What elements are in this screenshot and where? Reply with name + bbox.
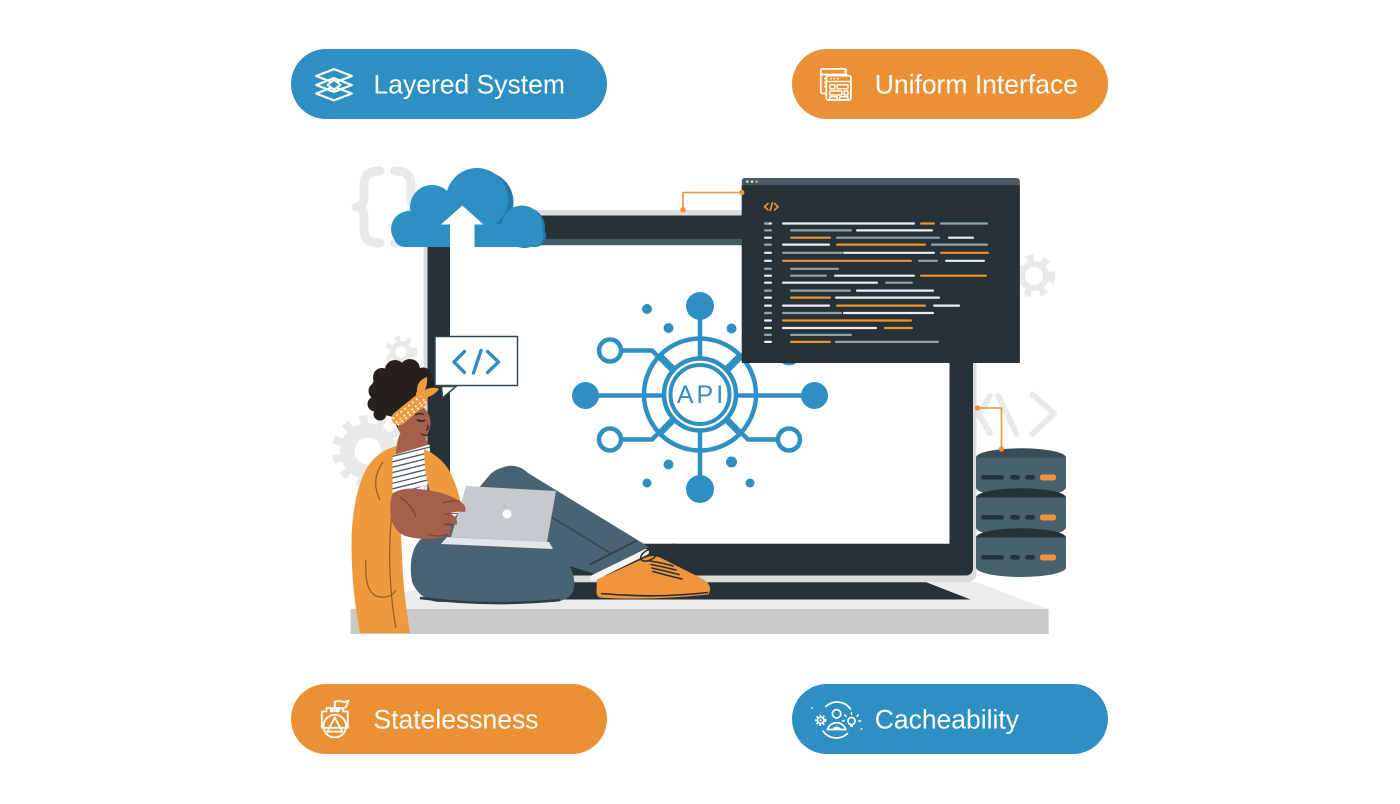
svg-text:Uniform Interface: Uniform Interface	[875, 70, 1078, 100]
svg-text:Statelessness: Statelessness	[374, 705, 539, 735]
svg-text:Cacheability: Cacheability	[875, 705, 1020, 735]
svg-text:API: API	[677, 381, 726, 409]
svg-text:Layered System: Layered System	[374, 70, 565, 100]
